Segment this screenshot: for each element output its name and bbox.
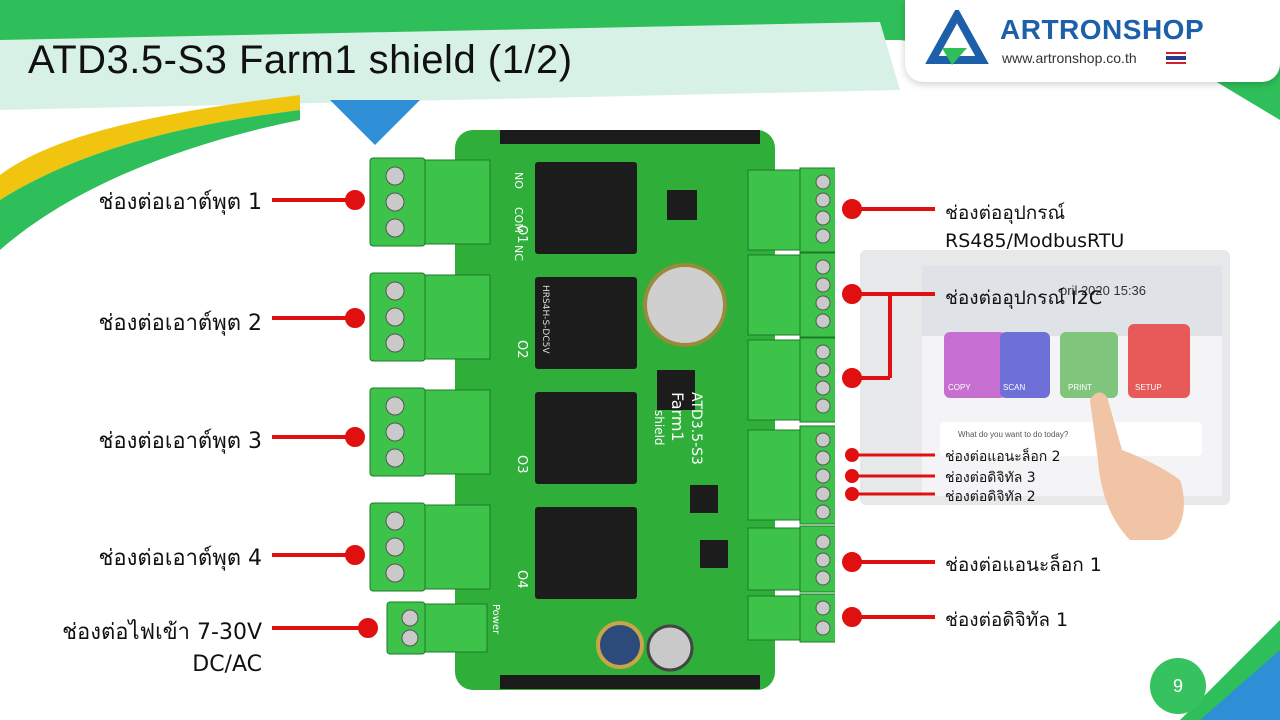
board-name-line2: Farm1 [668,392,687,442]
relay-pin-com-label: COM [512,207,525,233]
screen-tile-print: PRINT [1068,383,1092,392]
board-name-line1: ATD3.5-S3 [688,392,704,465]
farm1-shield-board [369,130,835,690]
logo-name: ARTRONSHOP [1000,14,1205,45]
artronshop-logo-icon [925,10,989,65]
relay-pin-nc-label: NC [512,245,525,261]
label-power-input-2: DC/AC [192,652,262,677]
label-digital-3: ช่องต่อดิจิทัล 3 [945,470,1036,486]
relay-label-o1: O1 [514,225,529,244]
label-digital-2: ช่องต่อดิจิทัล 2 [945,489,1036,505]
relay-part-text: HRS4H-S-DC5V [540,285,550,354]
relay-label-o4: O4 [514,570,529,589]
label-output-1: ช่องต่อเอาต์พุต 1 [98,190,262,215]
screen-tile-copy: COPY [948,383,971,392]
logo-url: www.artronshop.co.th [1002,50,1137,66]
page-number: 9 [1150,658,1206,714]
relay-pin-no-label: NO [512,172,525,189]
label-i2c: ช่องต่ออุปกรณ์ I2C [945,287,1103,309]
power-label: Power [490,604,501,635]
label-analog-2: ช่องต่อแอนะล็อก 2 [945,449,1061,465]
label-output-2: ช่องต่อเอาต์พุต 2 [98,311,262,336]
label-power-input: ช่องต่อไฟเข้า 7-30V [62,620,262,645]
slide-title: ATD3.5-S3 Farm1 shield (1/2) [28,38,573,82]
label-digital-1: ช่องต่อดิจิทัล 1 [945,609,1069,631]
screen-date: pril 2020 15:36 [1060,283,1147,298]
thai-flag-icon [1166,52,1186,64]
label-analog-1: ช่องต่อแอนะล็อก 1 [945,554,1102,576]
label-output-4: ช่องต่อเอาต์พุต 4 [98,546,262,571]
label-rs485-line1: ช่องต่ออุปกรณ์ [945,202,1066,224]
relay-label-o2: O2 [514,340,529,359]
screen-question: What do you want to do today? [958,430,1069,439]
relay-label-o3: O3 [514,455,529,474]
board-name-line3: shield [652,410,666,446]
label-rs485-line2: RS485/ModbusRTU [945,230,1125,252]
label-output-3: ช่องต่อเอาต์พุต 3 [98,429,262,454]
touch-screen-device [860,250,1230,540]
screen-tile-setup: SETUP [1135,383,1162,392]
screen-tile-scan: SCAN [1003,383,1026,392]
